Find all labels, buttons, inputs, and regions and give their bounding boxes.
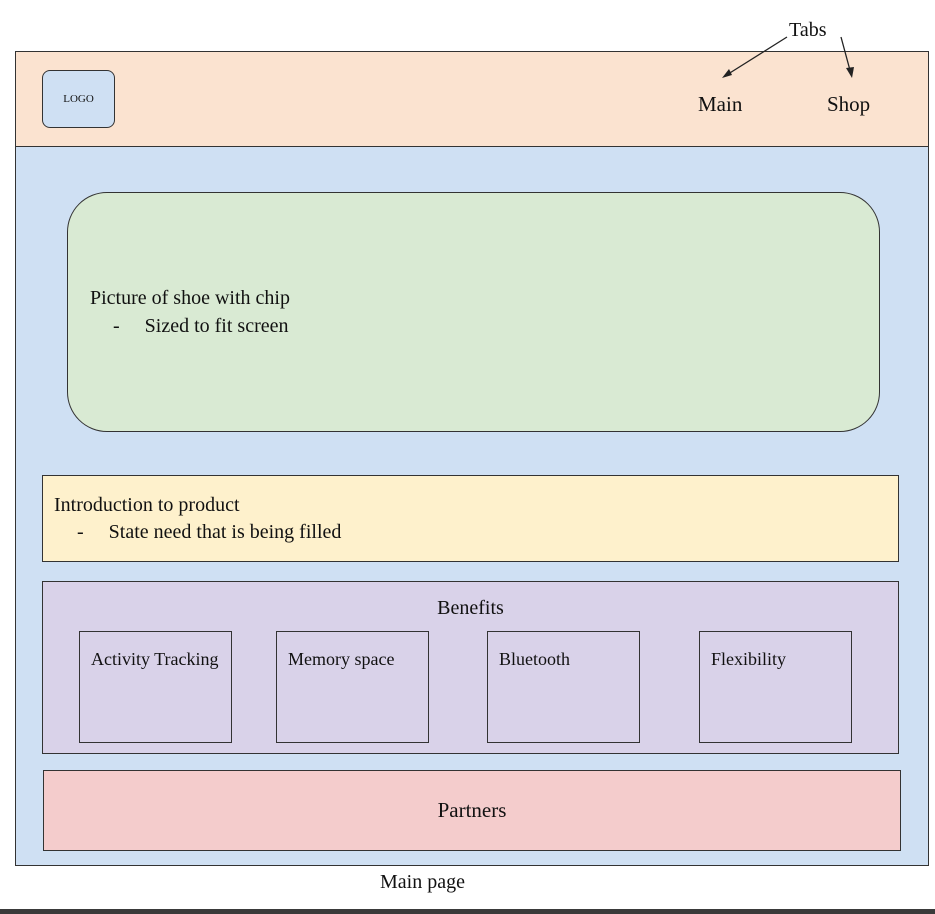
hero-image-placeholder — [67, 192, 880, 432]
benefit-card-bluetooth: Bluetooth — [487, 631, 640, 743]
page-caption: Main page — [380, 871, 465, 893]
tabs-annotation-label: Tabs — [789, 19, 827, 41]
header-bar — [15, 51, 929, 147]
intro-title: Introduction to product — [54, 494, 240, 516]
benefits-title: Benefits — [437, 597, 504, 619]
intro-section — [42, 475, 899, 562]
hero-bullet: - Sized to fit screen — [113, 315, 289, 337]
tab-shop[interactable]: Shop — [827, 92, 871, 116]
bottom-bar — [0, 909, 935, 914]
tab-main[interactable]: Main — [698, 92, 743, 116]
intro-bullet: - State need that is being filled — [77, 521, 342, 543]
partners-section: Partners — [43, 770, 901, 851]
benefit-card-memory-space: Memory space — [276, 631, 429, 743]
hero-title: Picture of shoe with chip — [90, 287, 290, 309]
logo[interactable]: LOGO — [42, 70, 115, 128]
benefit-card-activity-tracking: Activity Tracking — [79, 631, 232, 743]
benefit-card-flexibility: Flexibility — [699, 631, 852, 743]
